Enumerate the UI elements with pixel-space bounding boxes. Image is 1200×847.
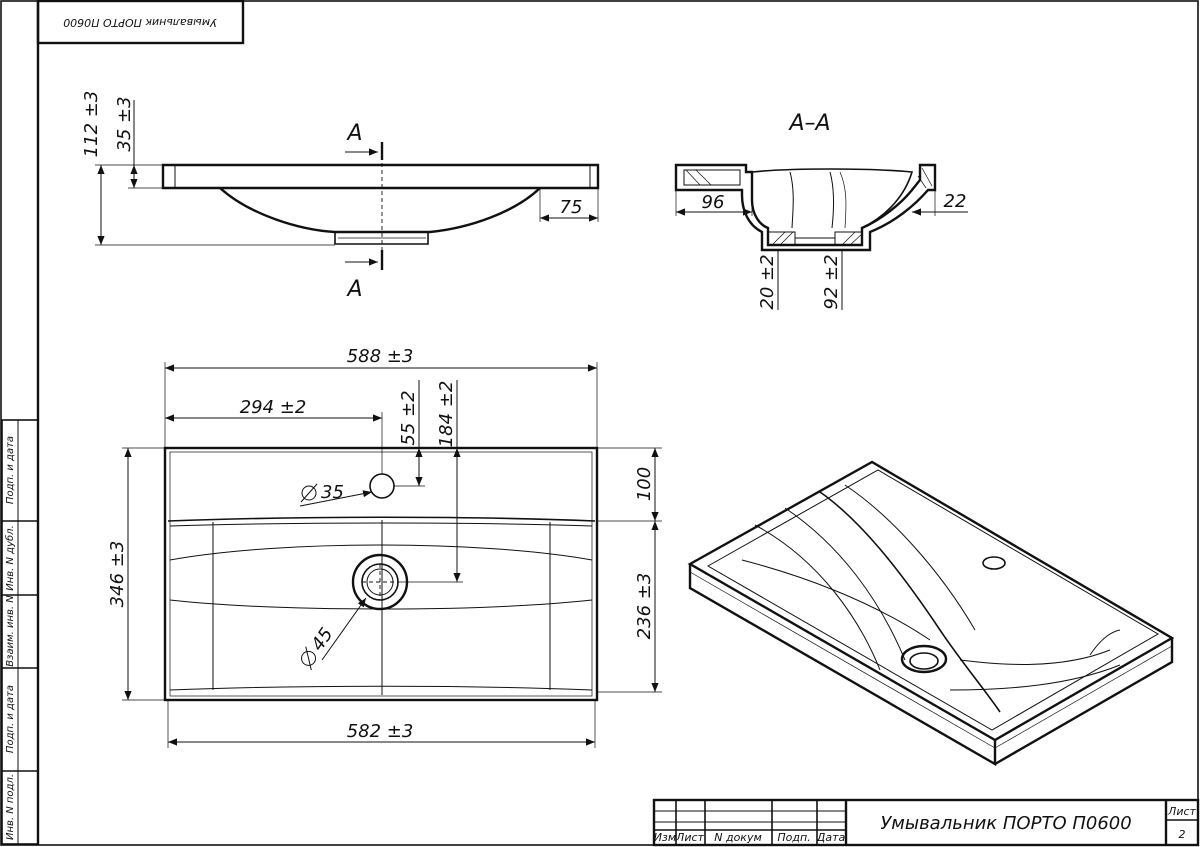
title-block: Изм Лист N докум Подп. Дата Умывальник П… <box>652 798 1200 847</box>
dim-bowl-zone: 236 ±3 <box>634 573 655 640</box>
dim-drain-b: 92 ±2 <box>821 254 842 309</box>
dim-section-left: 96 <box>702 192 725 213</box>
dim-tap-hole-value: 35 <box>321 482 344 503</box>
section-mark-bottom: A <box>345 277 362 302</box>
dim-width-bottom: 582 ±3 <box>347 721 414 742</box>
side-strip-cell-2: Инв. N дубл. <box>4 525 16 591</box>
dim-drain-value: 45 <box>307 624 337 655</box>
side-strip: Подп. и дата Инв. N дубл. Взаим. инв. N … <box>1 419 39 845</box>
tb-header-sheet: Лист <box>675 831 704 844</box>
side-view: A A 112 ±3 35 ±3 75 <box>81 91 600 302</box>
section-title: A–A <box>787 111 830 136</box>
dim-drain-a: 20 ±2 <box>757 254 778 309</box>
side-strip-cell-4: Подп. и дата <box>5 685 16 753</box>
tb-sheet-label: Лист <box>1167 805 1196 818</box>
dim-back-zone: 100 <box>634 467 655 501</box>
dim-drain-offset: 184 ±2 <box>436 381 457 448</box>
top-view: 588 ±3 294 ±2 55 ±2 184 ±2 346 ±3 100 23… <box>107 346 662 748</box>
dim-depth-left: 346 ±3 <box>107 541 128 608</box>
dim-rim: 35 ±3 <box>114 96 135 151</box>
isometric-view <box>687 460 1175 767</box>
dim-height-total: 112 ±3 <box>81 91 102 158</box>
tb-title: Умывальник ПОРТО П0600 <box>880 813 1131 834</box>
mirrored-stamp: Умывальник ПОРТО П0600 <box>36 0 245 45</box>
mirrored-stamp-text: Умывальник ПОРТО П0600 <box>63 16 217 29</box>
side-strip-cell-1: Подп. и дата <box>5 436 16 504</box>
tb-header-doc: N докум <box>714 831 762 844</box>
dim-tap-hole: 35 <box>300 482 344 503</box>
dim-half-width: 294 ±2 <box>240 397 307 418</box>
dim-width-top: 588 ±3 <box>347 346 414 367</box>
section-view: A–A 96 22 20 ±2 92 ±2 <box>674 111 968 310</box>
dim-section-right: 22 <box>944 191 967 212</box>
dim-right-offset: 75 <box>560 197 583 218</box>
tb-header-change: Изм <box>654 831 676 844</box>
tb-header-sign: Подп. <box>777 831 810 844</box>
side-strip-cell-3: Взаим. инв. N <box>5 595 16 667</box>
tb-sheet-number: 2 <box>1179 828 1186 841</box>
tb-header-date: Дата <box>816 831 846 844</box>
section-mark-top: A <box>345 121 362 146</box>
dim-hole-offset: 55 ±2 <box>398 390 419 445</box>
side-strip-cell-5: Инв. N подл. <box>5 774 16 840</box>
